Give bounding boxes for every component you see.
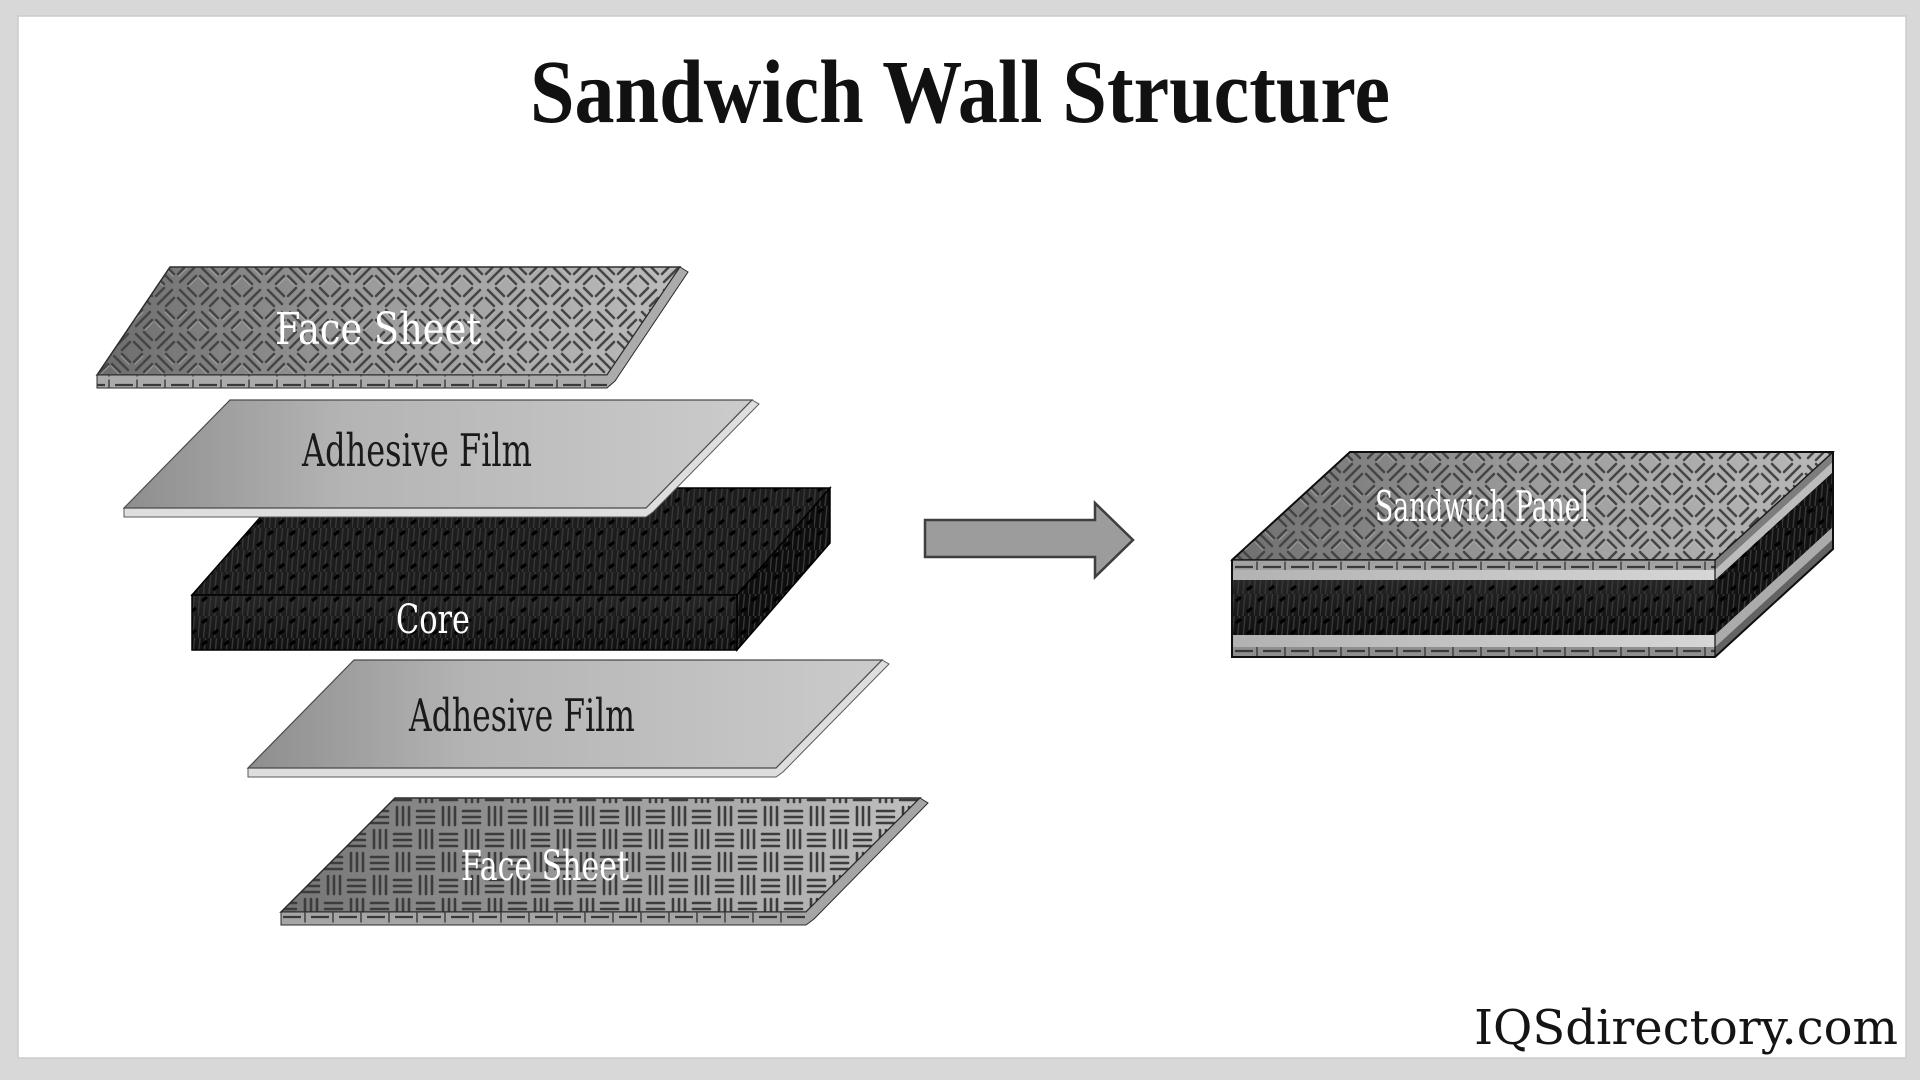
- face-sheet-top-label: Face Sheet: [275, 304, 481, 355]
- core-label: Core: [396, 597, 470, 643]
- panel-adhesive-top-edge: [1232, 570, 1715, 580]
- adhesive-film-bottom-label: Adhesive Film: [408, 689, 635, 742]
- face-sheet-bottom-edge: [281, 912, 806, 925]
- page-title: Sandwich Wall Structure: [530, 43, 1390, 142]
- layer-face-sheet-top: Face Sheet: [95, 266, 689, 389]
- face-sheet-bottom-label: Face Sheet: [461, 842, 629, 890]
- sandwich-panel-label: Sandwich Panel: [1375, 482, 1589, 531]
- right-arrow-icon: [923, 500, 1135, 580]
- layer-adhesive-film-bottom: Adhesive Film: [246, 659, 890, 778]
- sandwich-panel: Sandwich Panel: [1230, 451, 1835, 658]
- watermark: IQSdirectory.com: [1474, 1000, 1898, 1056]
- layer-adhesive-film-top: Adhesive Film: [122, 399, 760, 518]
- adhesive-film-top-label: Adhesive Film: [301, 424, 532, 477]
- face-sheet-top-edge: [97, 375, 607, 388]
- layer-face-sheet-bottom: Face Sheet: [279, 797, 929, 926]
- panel-adhesive-bottom-edge: [1232, 635, 1715, 647]
